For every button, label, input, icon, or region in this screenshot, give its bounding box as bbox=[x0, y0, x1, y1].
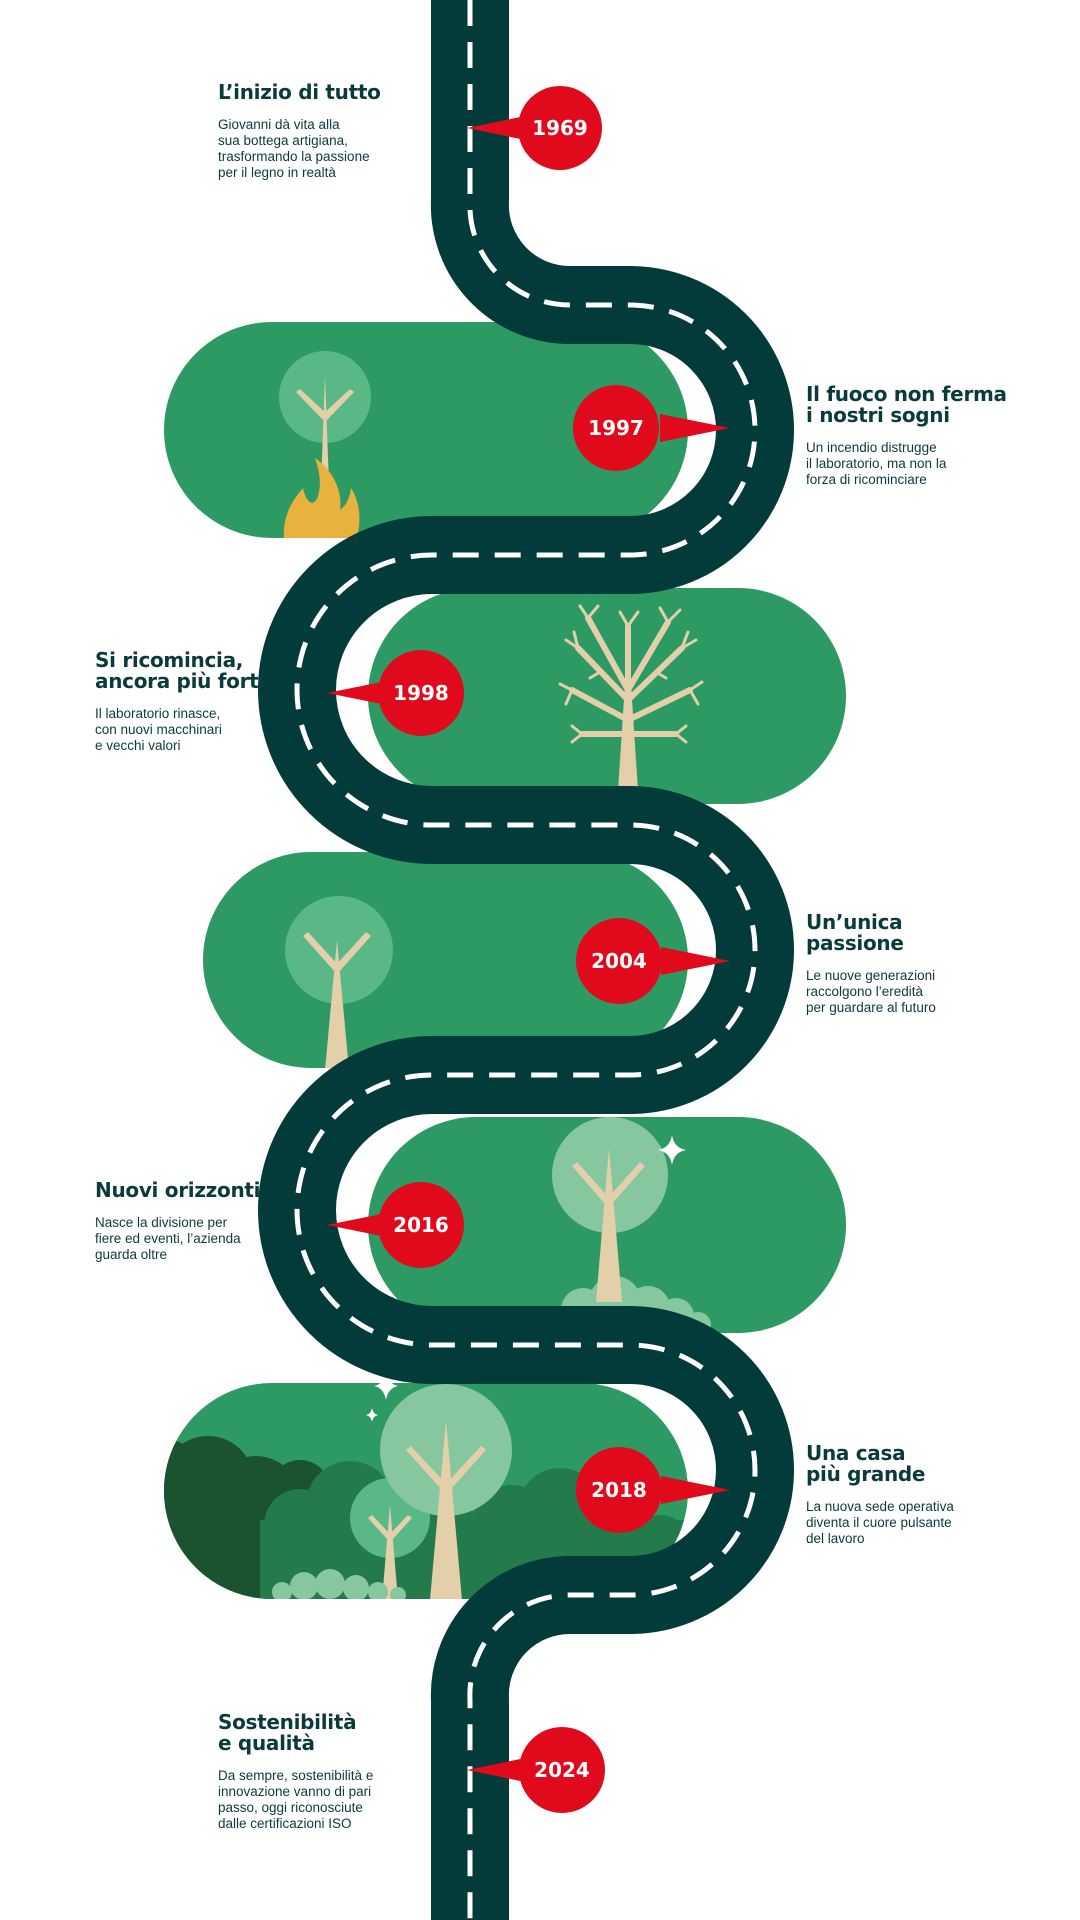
sparkle-icon bbox=[366, 1408, 378, 1422]
milestone-title: Sostenibilità e qualità bbox=[218, 1710, 357, 1755]
milestone-2024: Sostenibilità e qualità Da sempre, soste… bbox=[218, 1712, 373, 1832]
milestone-title: Nuovi orizzonti bbox=[95, 1178, 261, 1202]
year-label: 1969 bbox=[532, 116, 588, 140]
milestone-1997: Il fuoco non ferma i nostri sogni Un inc… bbox=[806, 384, 1007, 488]
sparkle-icon bbox=[658, 1135, 686, 1165]
milestone-2016: Nuovi orizzonti Nasce la divisione per f… bbox=[95, 1178, 261, 1263]
milestone-description: Giovanni dà vita alla sua bottega artigi… bbox=[218, 117, 370, 180]
milestone-title: Si ricomincia, ancora più forti bbox=[95, 648, 265, 693]
year-marker-2016: 2016 bbox=[327, 1182, 464, 1268]
year-marker-2024: 2024 bbox=[467, 1727, 605, 1813]
milestone-description: Nasce la divisione per fiere ed eventi, … bbox=[95, 1215, 241, 1262]
year-marker-1998: 1998 bbox=[327, 650, 464, 736]
milestone-description: Il laboratorio rinasce, con nuovi macchi… bbox=[95, 706, 222, 753]
milestone-2018: Una casa più grande La nuova sede operat… bbox=[806, 1443, 954, 1547]
milestone-1969: L’inizio di tutto Giovanni dà vita alla … bbox=[218, 82, 381, 181]
milestone-title: Il fuoco non ferma i nostri sogni bbox=[806, 382, 1007, 427]
year-label: 2018 bbox=[591, 1478, 647, 1502]
year-label: 1998 bbox=[393, 681, 449, 705]
year-marker-1997: 1997 bbox=[573, 385, 730, 471]
milestone-title: L’inizio di tutto bbox=[218, 80, 381, 104]
young-tree-icon bbox=[285, 896, 393, 1068]
band-1998 bbox=[368, 588, 846, 804]
year-label: 1997 bbox=[588, 416, 644, 440]
milestone-description: Un incendio distrugge il laboratorio, ma… bbox=[806, 440, 947, 487]
milestone-description: Le nuove generazioni raccolgono l’eredit… bbox=[806, 968, 936, 1015]
milestone-description: La nuova sede operativa diventa il cuore… bbox=[806, 1499, 954, 1546]
milestone-description: Da sempre, sostenibilità e innovazione v… bbox=[218, 1768, 374, 1831]
milestone-1998: Si ricomincia, ancora più forti Il labor… bbox=[95, 650, 265, 754]
sparkle-icon bbox=[374, 1372, 398, 1400]
year-marker-2004: 2004 bbox=[576, 918, 730, 1004]
milestone-title: Una casa più grande bbox=[806, 1441, 926, 1486]
burning-tree-icon bbox=[279, 351, 371, 538]
road-lane-markings bbox=[294, 0, 758, 1920]
milestone-2004: Un’unica passione Le nuove generazioni r… bbox=[806, 912, 936, 1016]
year-label: 2004 bbox=[591, 949, 647, 973]
milestone-title: Un’unica passione bbox=[806, 910, 904, 955]
year-label: 2016 bbox=[393, 1213, 449, 1237]
year-marker-2018: 2018 bbox=[576, 1447, 730, 1533]
bare-tree-icon bbox=[558, 604, 704, 804]
year-marker-1969: 1969 bbox=[467, 86, 602, 170]
year-label: 2024 bbox=[534, 1758, 590, 1782]
